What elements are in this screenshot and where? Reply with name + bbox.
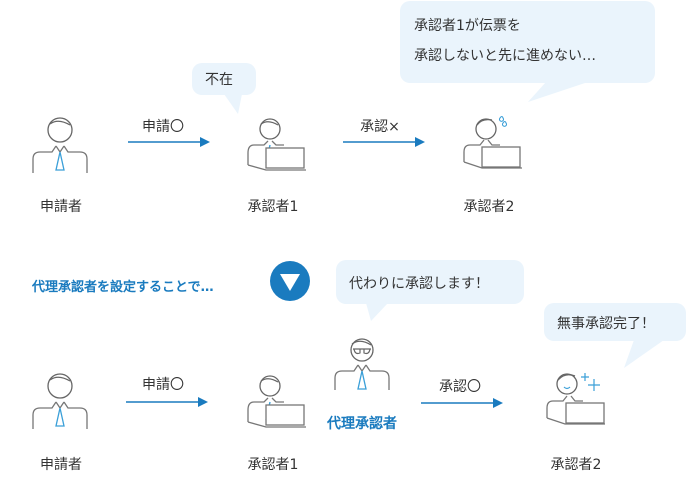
speech-bubble-absent: 不在 bbox=[192, 63, 256, 114]
bubble-text-line1: 承認者1が伝票を bbox=[414, 18, 521, 34]
approver2-label: 承認者2 bbox=[463, 199, 515, 215]
speech-bubble-proxy: 代わりに承認します！ bbox=[336, 260, 524, 321]
person-at-laptop-icon bbox=[247, 118, 306, 171]
bubble-text: 無事承認完了！ bbox=[557, 316, 655, 332]
arrow-label-approve-ok: 承認〇 bbox=[439, 379, 481, 395]
proxy-approver-label: 代理承認者 bbox=[327, 416, 397, 432]
happy-person-at-laptop-icon bbox=[546, 373, 605, 425]
person-with-tie-icon bbox=[32, 117, 88, 173]
person-at-laptop-icon bbox=[247, 375, 306, 428]
person-with-glasses-icon bbox=[334, 338, 390, 390]
applicant-label: 申請者 bbox=[40, 457, 82, 473]
bubble-text: 代わりに承認します！ bbox=[349, 276, 489, 292]
arrow-right-icon bbox=[343, 137, 425, 147]
worried-person-at-laptop-icon bbox=[463, 115, 522, 169]
person-with-tie-icon bbox=[32, 373, 88, 429]
arrow-right-icon bbox=[421, 398, 503, 408]
bubble-text-line2: 承認しないと先に進めない… bbox=[414, 48, 596, 64]
speech-bubble-complete: 無事承認完了！ bbox=[544, 303, 686, 368]
arrow-label-apply-ok: 申請〇 bbox=[142, 377, 184, 393]
proxy-setup-caption: 代理承認者を設定することで… bbox=[32, 280, 214, 295]
down-triangle-circle-icon bbox=[270, 261, 310, 301]
approver1-label: 承認者1 bbox=[247, 457, 299, 473]
applicant-label: 申請者 bbox=[40, 199, 82, 215]
approver1-label: 承認者1 bbox=[247, 199, 299, 215]
bubble-text: 不在 bbox=[205, 72, 233, 88]
speech-bubble-stuck: 承認者1が伝票を 承認しないと先に進めない… bbox=[400, 1, 655, 102]
arrow-right-icon bbox=[126, 397, 208, 407]
approver2-label: 承認者2 bbox=[550, 457, 602, 473]
arrow-label-approve-ng: 承認× bbox=[360, 119, 400, 135]
arrow-right-icon bbox=[128, 137, 210, 147]
arrow-label-apply-ok: 申請〇 bbox=[142, 119, 184, 135]
